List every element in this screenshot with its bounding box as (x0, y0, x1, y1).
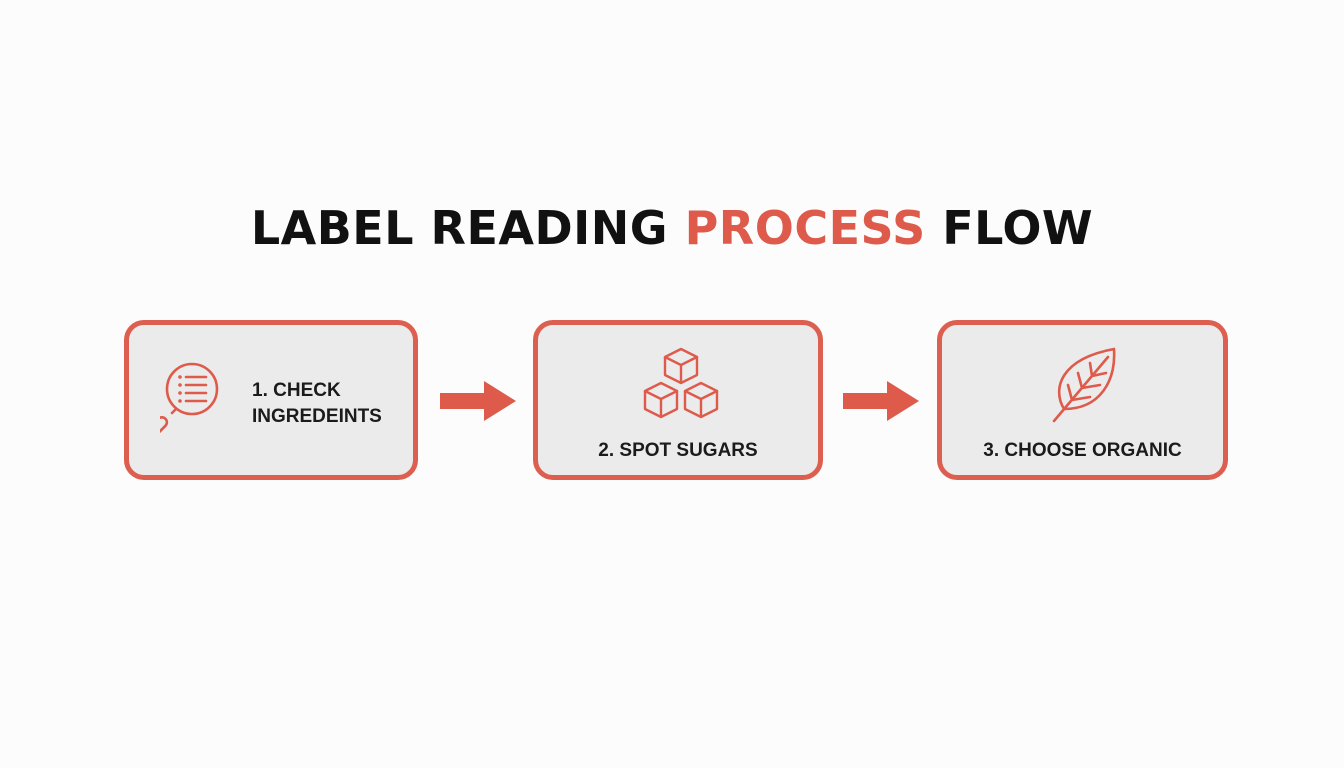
leaf-icon (1052, 347, 1116, 423)
arrow-right-icon (440, 381, 516, 421)
magnifier-list-icon (160, 362, 219, 438)
step-choose-organic: 3. CHOOSE ORGANIC (937, 320, 1228, 480)
step-2-label: 2. SPOT SUGARS (598, 440, 758, 461)
title-part-1: LABEL READING (250, 201, 685, 255)
title-accent: PROCESS (684, 201, 926, 255)
sugar-cubes-icon (643, 347, 719, 419)
title-part-3: FLOW (925, 201, 1094, 255)
step-spot-sugars: 2. SPOT SUGARS (533, 320, 823, 480)
arrow-right-icon (843, 381, 919, 421)
step-3-label: 3. CHOOSE ORGANIC (983, 440, 1182, 461)
diagram-title: LABEL READING PROCESS FLOW (0, 198, 1344, 258)
